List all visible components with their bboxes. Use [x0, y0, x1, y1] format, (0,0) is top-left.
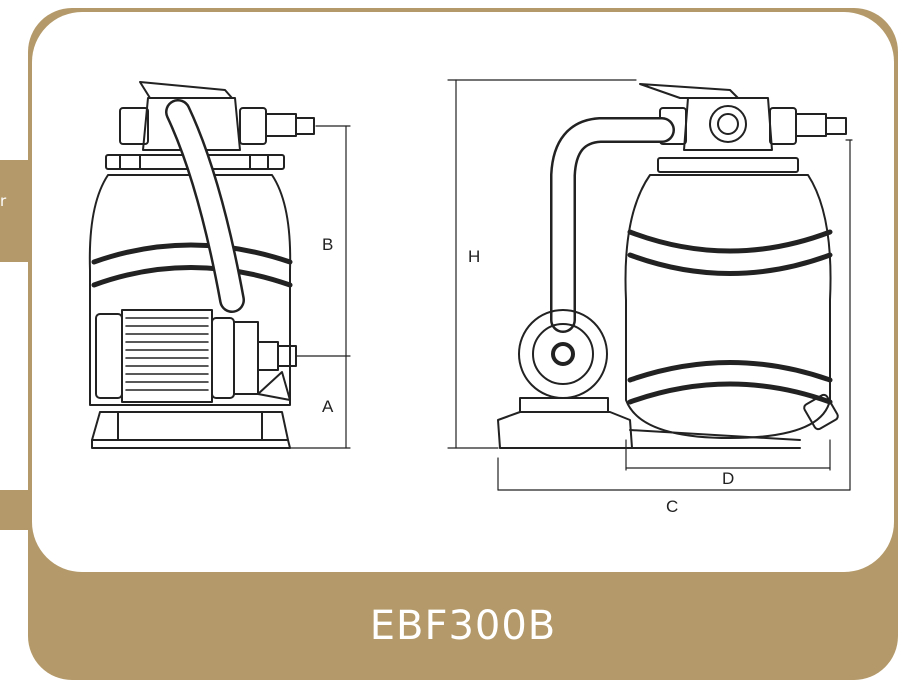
- dimension-label-a: A: [322, 397, 334, 416]
- front-view: [88, 81, 315, 449]
- side-dimension-lines: [447, 79, 853, 491]
- dimension-label-d: D: [722, 469, 734, 488]
- dimension-label-h: H: [468, 247, 480, 266]
- model-name: EBF300B: [369, 603, 557, 649]
- side-tab-text: r: [0, 192, 7, 210]
- dimension-label-c: C: [666, 497, 678, 516]
- dimension-label-b: B: [322, 235, 333, 254]
- side-view: [497, 83, 847, 449]
- front-dimension-lines: [289, 125, 351, 449]
